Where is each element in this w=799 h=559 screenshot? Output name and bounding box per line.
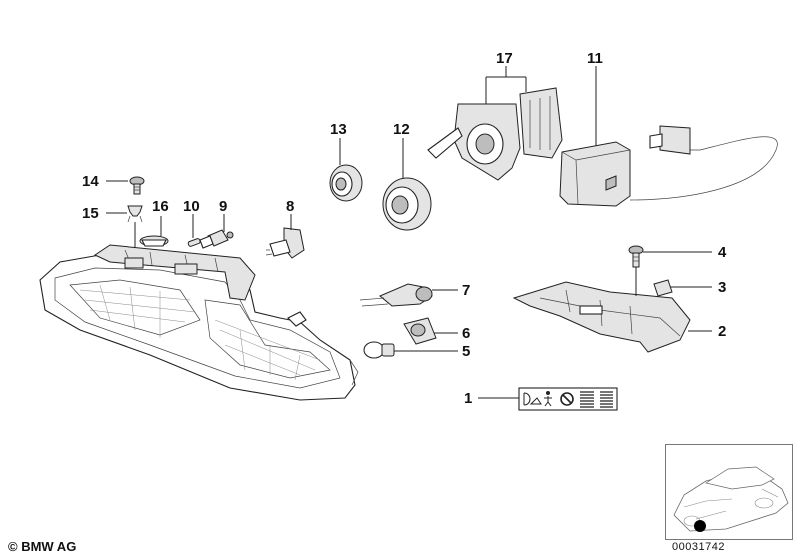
callout-13: 13 — [330, 121, 347, 138]
car-silhouette-icon — [673, 466, 789, 532]
screw-part-14 — [129, 176, 145, 195]
bulb-part-5 — [363, 341, 395, 359]
callout-6: 6 — [462, 325, 470, 342]
socket-part-8 — [265, 227, 305, 259]
callout-numbers: 1 2 3 4 5 6 7 8 9 10 11 12 13 14 15 16 1… — [82, 50, 727, 407]
control-unit-part-11 — [559, 125, 778, 207]
location-marker-icon — [694, 520, 706, 532]
socket-part-9 — [199, 229, 234, 249]
callout-5: 5 — [462, 343, 470, 360]
prohibited-icon — [560, 392, 574, 406]
screw-part-4 — [628, 245, 644, 268]
clip-nut-part-3 — [653, 279, 673, 297]
callout-15: 15 — [82, 205, 99, 222]
barcode-icon — [600, 391, 613, 408]
document-number: 00031742 — [672, 541, 725, 553]
clip-part-15 — [127, 205, 143, 223]
callout-9: 9 — [219, 198, 227, 215]
callout-3: 3 — [718, 279, 726, 296]
callout-1: 1 — [464, 390, 472, 407]
bulb-holder-part-7 — [359, 283, 433, 307]
callout-17: 17 — [496, 50, 513, 67]
bracket-part-17 — [427, 87, 563, 181]
person-icon — [544, 391, 552, 407]
callout-10: 10 — [183, 198, 200, 215]
headlight-housing — [39, 244, 359, 401]
socket-part-6 — [403, 317, 437, 345]
ring-part-13 — [329, 164, 363, 202]
barcode-icon — [580, 391, 594, 408]
callout-12: 12 — [393, 121, 410, 138]
callout-7: 7 — [462, 282, 470, 299]
callout-8: 8 — [286, 198, 294, 215]
copyright-text: © BMW AG — [8, 539, 77, 554]
callout-2: 2 — [718, 323, 726, 340]
ring-part-12 — [382, 177, 432, 231]
callout-14: 14 — [82, 173, 99, 190]
leader-lines — [106, 66, 712, 399]
callout-16: 16 — [152, 198, 169, 215]
callout-11: 11 — [587, 50, 603, 67]
cap-part-16 — [139, 235, 169, 247]
vehicle-locator-thumbnail — [665, 444, 793, 540]
callout-4: 4 — [718, 244, 727, 261]
warning-label-part-1 — [518, 387, 618, 411]
bracket-plate-part-2 — [512, 281, 691, 353]
headlight-beam-icon — [523, 392, 542, 406]
bulb-part-10 — [187, 238, 201, 247]
